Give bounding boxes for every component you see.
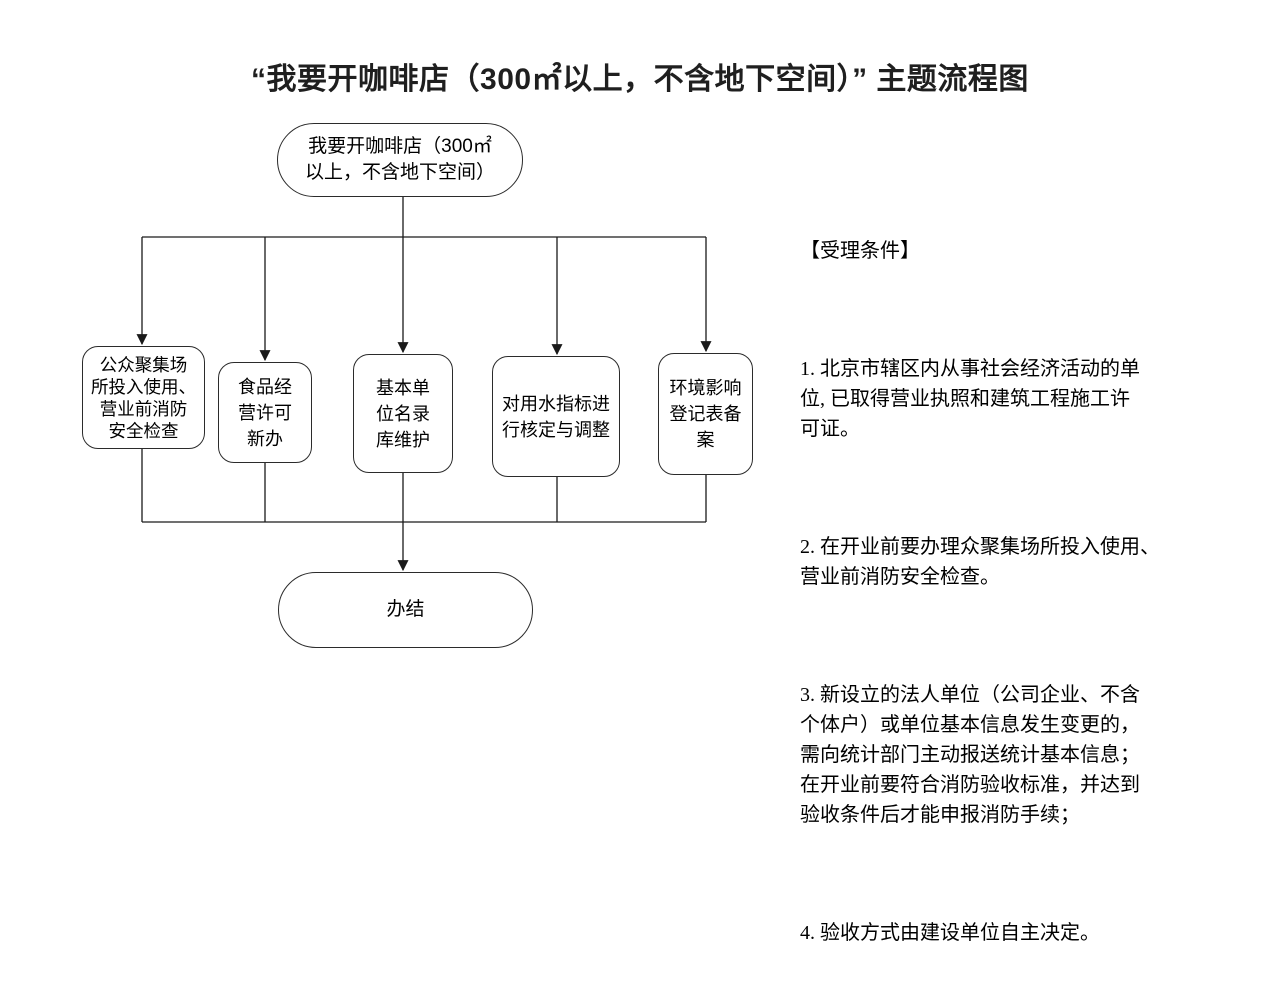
flow-node-basic-unit-registry: 基本单 位名录 库维护	[353, 354, 453, 473]
flowchart-page: “我要开咖啡店（300㎡以上，不含地下空间）” 主题流程图 我要开咖啡店（300…	[82, 63, 1160, 944]
flow-node-start-label: 我要开咖啡店（300㎡ 以上，不含地下空间）	[304, 136, 495, 183]
flow-node-water-quota: 对用水指标进 行核定与调整	[492, 356, 620, 477]
flow-node-fire-safety-check: 公众聚集场 所投入使用、 营业前消防 安全检查	[82, 346, 205, 449]
page-title: “我要开咖啡店（300㎡以上，不含地下空间）” 主题流程图	[251, 63, 1029, 96]
flow-node-label: 食品经 营许可 新办	[238, 376, 292, 449]
condition-item-3: 3. 新设立的法人单位（公司企业、不含 个体户）或单位基本信息发生变更的， 需向…	[800, 684, 1140, 826]
flow-node-env-impact-filing: 环境影响 登记表备 案	[658, 353, 753, 475]
condition-item-2: 2. 在开业前要办理众聚集场所投入使用、 营业前消防安全检查。	[800, 536, 1160, 588]
flow-node-label: 环境影响 登记表备 案	[669, 378, 742, 450]
flow-node-start: 我要开咖啡店（300㎡ 以上，不含地下空间）	[277, 123, 523, 197]
flow-node-end: 办结	[278, 572, 533, 648]
condition-item-1: 1. 北京市辖区内从事社会经济活动的单 位, 已取得营业执照和建筑工程施工许 可…	[800, 358, 1140, 440]
flow-node-end-label: 办结	[386, 599, 425, 620]
flow-node-label: 对用水指标进 行核定与调整	[502, 393, 610, 440]
conditions-panel: 【受理条件】 1. 北京市辖区内从事社会经济活动的单 位, 已取得营业执照和建筑…	[800, 176, 1270, 1008]
flowchart-connectors	[136, 197, 712, 572]
flow-node-label: 公众聚集场 所投入使用、 营业前消防 安全检查	[91, 354, 196, 441]
flow-node-food-license: 食品经 营许可 新办	[218, 362, 312, 463]
condition-item-4: 4. 验收方式由建设单位自主决定。	[800, 922, 1100, 944]
flow-node-label: 基本单 位名录 库维护	[376, 377, 430, 450]
conditions-heading: 【受理条件】	[800, 240, 920, 262]
